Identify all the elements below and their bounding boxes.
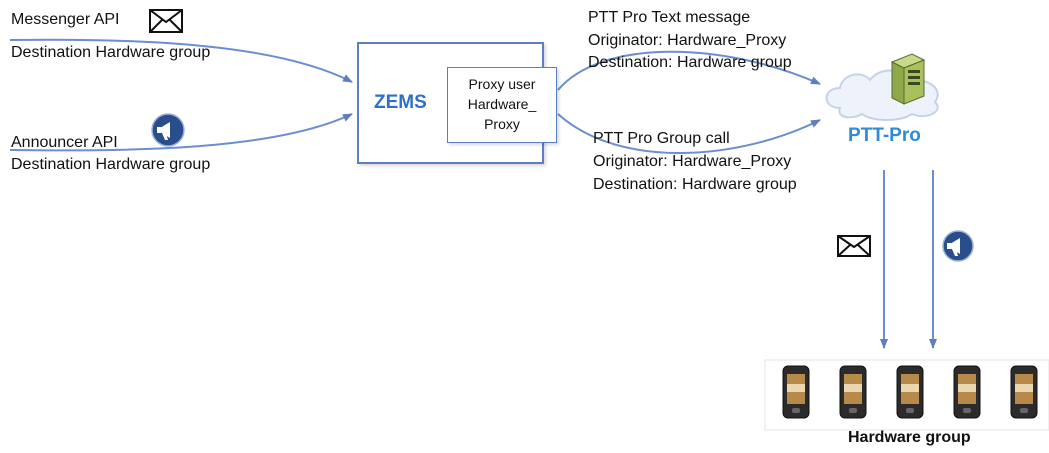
announcer-destination-label: Destination Hardware group [11, 156, 211, 173]
phone-icon [782, 365, 810, 419]
group-call-originator: Originator: Hardware_Proxy [593, 153, 792, 170]
proxy-user-box [447, 67, 557, 143]
phone-icon [1010, 365, 1038, 419]
arrow-zems-to-pttpro-text [557, 50, 821, 91]
phone-icon [953, 365, 981, 419]
text-message-originator: Originator: Hardware_Proxy [588, 32, 787, 49]
announcer-api-label: Announcer API [11, 134, 118, 151]
envelope-icon [837, 235, 871, 257]
messenger-api-label: Messenger API [11, 11, 120, 28]
text-message-title: PTT Pro Text message [588, 9, 751, 26]
group-call-title: PTT Pro Group call [593, 130, 730, 147]
arrow-announcer-to-zems [9, 113, 353, 152]
messenger-destination-label: Destination Hardware group [11, 44, 211, 61]
arrow-messenger-to-zems [9, 38, 353, 83]
server-icon [890, 53, 926, 105]
phone-icon [839, 365, 867, 419]
phone-icon [896, 365, 924, 419]
hardware-group-label: Hardware group [848, 429, 971, 446]
group-call-destination: Destination: Hardware group [593, 176, 797, 193]
proxy-user-line1: Proxy user [468, 76, 536, 92]
proxy-user-line2: Hardware_ [467, 96, 537, 112]
megaphone-icon [151, 113, 185, 147]
megaphone-icon [942, 230, 974, 262]
text-message-destination: Destination: Hardware group [588, 54, 792, 71]
arrow-zems-to-pttpro-call [557, 113, 821, 154]
ptt-pro-label: PTT-Pro [848, 125, 921, 146]
zems-label: ZEMS [374, 92, 427, 113]
hardware-devices [782, 365, 1038, 419]
proxy-user-line3: Proxy [484, 116, 520, 132]
envelope-icon [149, 9, 183, 33]
